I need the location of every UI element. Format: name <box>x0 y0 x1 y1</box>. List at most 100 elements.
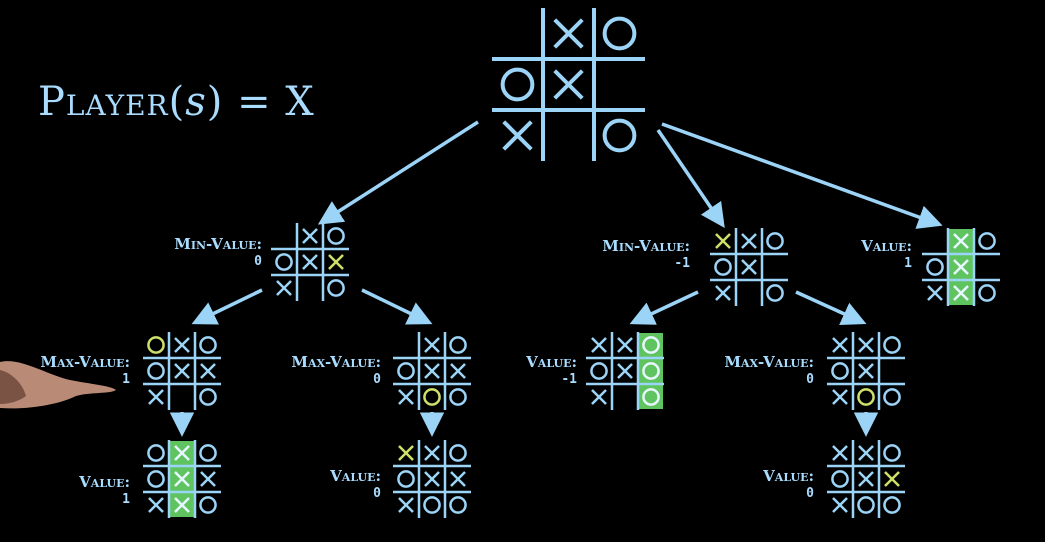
x-mark <box>858 363 874 379</box>
o-mark <box>147 336 165 354</box>
o-mark <box>449 336 467 354</box>
x-mark <box>858 337 874 353</box>
x-mark <box>424 337 440 353</box>
x-mark <box>953 285 969 301</box>
o-mark <box>275 253 293 271</box>
x-mark <box>148 389 164 405</box>
x-mark <box>591 389 607 405</box>
node-label-key: Min-Value: <box>602 237 690 255</box>
x-mark <box>502 120 533 151</box>
x-mark <box>424 363 440 379</box>
x-mark <box>398 389 414 405</box>
x-mark <box>953 233 969 249</box>
x-mark <box>617 363 633 379</box>
o-mark <box>978 232 996 250</box>
node-label-key: Value: <box>79 473 130 491</box>
o-mark <box>926 258 944 276</box>
tree-boards <box>143 8 1000 518</box>
x-mark <box>302 254 318 270</box>
x-mark <box>832 445 848 461</box>
o-mark <box>199 444 217 462</box>
board-f <box>586 332 664 410</box>
x-mark <box>591 337 607 353</box>
node-label-value: 0 <box>806 486 814 501</box>
player-title-prefix: Player( <box>38 79 186 125</box>
o-mark <box>397 362 415 380</box>
x-mark <box>424 471 440 487</box>
o-mark <box>449 496 467 514</box>
o-mark <box>397 470 415 488</box>
x-mark <box>953 259 969 275</box>
board-i <box>393 440 471 518</box>
o-mark <box>449 388 467 406</box>
edge-root-c <box>661 122 943 229</box>
o-mark <box>500 67 535 102</box>
o-mark <box>642 388 660 406</box>
node-label-key: Value: <box>526 353 577 371</box>
node-label-value: 0 <box>254 254 262 269</box>
o-mark <box>766 232 784 250</box>
edge-b-g <box>795 290 867 326</box>
board-e <box>393 332 471 410</box>
o-mark <box>199 496 217 514</box>
o-mark <box>857 388 875 406</box>
o-mark <box>423 388 441 406</box>
x-mark <box>302 228 318 244</box>
node-label-e: Max-Value:0 <box>291 354 381 388</box>
x-mark <box>174 337 190 353</box>
board-h <box>143 440 221 518</box>
o-mark <box>642 362 660 380</box>
x-mark <box>276 280 292 296</box>
o-mark <box>978 284 996 302</box>
x-mark <box>832 389 848 405</box>
edge-root-b <box>656 129 725 229</box>
x-mark <box>174 471 190 487</box>
x-mark <box>553 18 584 49</box>
x-mark <box>832 497 848 513</box>
presenter-hand <box>0 361 116 409</box>
x-mark <box>553 69 584 100</box>
o-mark <box>883 496 901 514</box>
node-label-g: Max-Value:0 <box>724 354 814 388</box>
o-mark <box>602 118 637 153</box>
node-label-key: Min-Value: <box>174 235 262 253</box>
node-label-value: 0 <box>373 372 381 387</box>
node-label-key: Max-Value: <box>291 353 381 371</box>
o-mark <box>327 227 345 245</box>
x-mark <box>617 337 633 353</box>
o-mark <box>831 362 849 380</box>
x-mark <box>328 254 344 270</box>
node-label-f: Value:-1 <box>526 354 577 388</box>
o-mark <box>857 496 875 514</box>
o-mark <box>199 336 217 354</box>
node-label-value: -1 <box>561 372 577 387</box>
x-mark <box>148 497 164 513</box>
player-title-suffix: ) = X <box>206 79 315 125</box>
x-mark <box>715 233 731 249</box>
node-label-key: Max-Value: <box>40 353 130 371</box>
node-label-b: Min-Value:-1 <box>602 238 690 272</box>
edge-root-a <box>317 120 479 225</box>
x-mark <box>398 445 414 461</box>
node-label-h: Value:1 <box>79 474 130 508</box>
x-mark <box>715 285 731 301</box>
o-mark <box>423 496 441 514</box>
x-mark <box>450 471 466 487</box>
node-label-i: Value:0 <box>330 468 381 502</box>
o-mark <box>449 444 467 462</box>
edge-b-f <box>629 290 699 325</box>
node-label-value: 1 <box>904 256 912 271</box>
x-mark <box>450 363 466 379</box>
node-label-j: Value:0 <box>763 468 814 502</box>
board-b <box>710 228 788 306</box>
node-label-a: Min-Value:0 <box>174 236 262 270</box>
o-mark <box>883 444 901 462</box>
tree-edges <box>169 120 943 437</box>
x-mark <box>398 497 414 513</box>
x-mark <box>858 445 874 461</box>
x-mark <box>741 233 757 249</box>
node-label-value: -1 <box>674 256 690 271</box>
x-mark <box>884 471 900 487</box>
node-label-c: Value:1 <box>861 238 912 272</box>
